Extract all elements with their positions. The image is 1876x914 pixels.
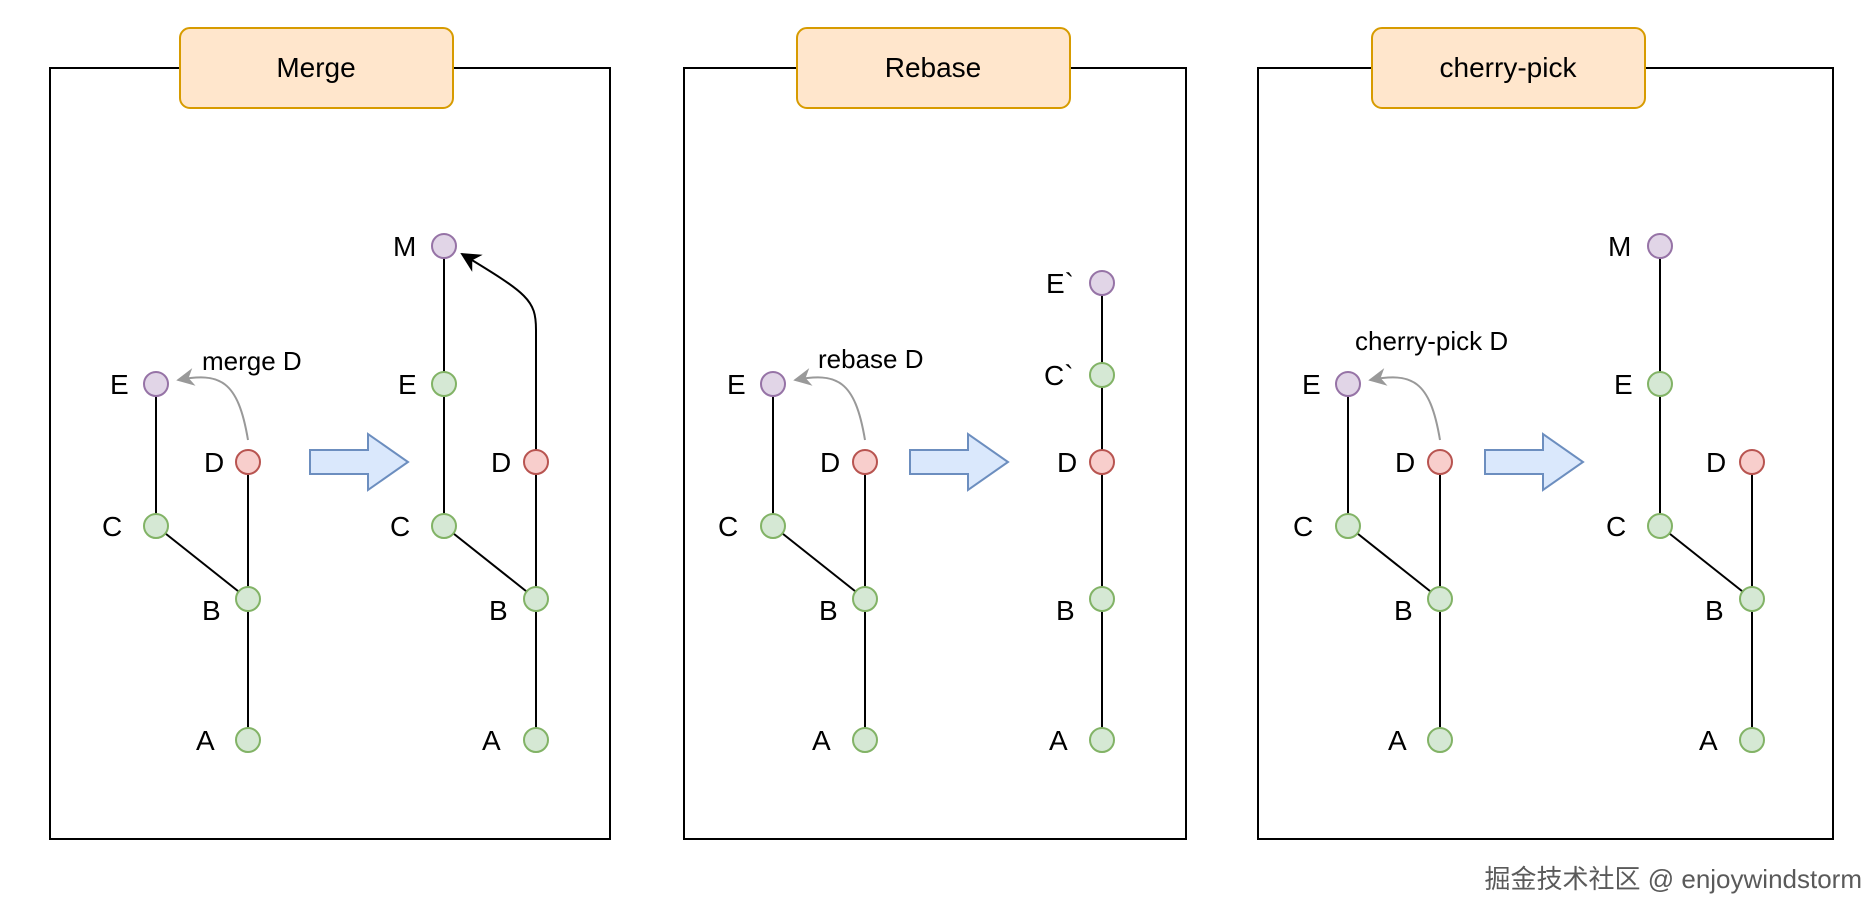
label-d: D	[1395, 447, 1415, 478]
rebase-title: Rebase	[885, 52, 982, 83]
commit-node-a	[1427, 727, 1453, 753]
merge-note: merge D	[202, 346, 302, 376]
commit-node-b	[1089, 586, 1115, 612]
label-b: B	[1394, 595, 1413, 626]
edge	[1659, 525, 1753, 600]
commit-node-b	[852, 586, 878, 612]
merge-title: Merge	[276, 52, 355, 83]
edge	[443, 525, 537, 600]
rebase-title-box	[796, 27, 1071, 109]
label-b: B	[1705, 595, 1724, 626]
commit-node-c	[760, 513, 786, 539]
merge-after-graph: A B C D E M	[390, 231, 549, 756]
label-b: B	[819, 595, 838, 626]
label-c-prime: C`	[1044, 360, 1074, 391]
commit-node-a	[235, 727, 261, 753]
commit-node-e	[431, 371, 457, 397]
commit-node-m	[431, 233, 457, 259]
commit-node-e	[1335, 371, 1361, 397]
merge-title-box	[179, 27, 454, 109]
commit-node-d	[523, 449, 549, 475]
edge	[155, 525, 249, 600]
label-b: B	[1056, 595, 1075, 626]
label-e: E	[727, 369, 746, 400]
merge-panel: Merge merge D A B C D E	[49, 27, 611, 840]
label-e-prime: E`	[1046, 268, 1074, 299]
label-c: C	[102, 511, 122, 542]
merge-curve-arrow	[176, 368, 249, 441]
merge-before-graph: merge D A B C D E	[102, 346, 302, 756]
label-a: A	[812, 725, 831, 756]
label-a: A	[1388, 725, 1407, 756]
commit-node-a	[1739, 727, 1765, 753]
cherry-pick-curve-arrow	[1368, 368, 1441, 441]
label-d: D	[491, 447, 511, 478]
label-c: C	[718, 511, 738, 542]
cherry-pick-title: cherry-pick	[1440, 52, 1578, 83]
commit-node-c	[431, 513, 457, 539]
commit-node-d	[235, 449, 261, 475]
commit-node-a	[852, 727, 878, 753]
transform-arrow	[1484, 432, 1585, 492]
commit-node-e	[1647, 371, 1673, 397]
transform-arrow	[909, 432, 1010, 492]
label-a: A	[196, 725, 215, 756]
label-c: C	[1606, 511, 1626, 542]
label-b: B	[489, 595, 508, 626]
commit-node-a	[523, 727, 549, 753]
rebase-note: rebase D	[818, 344, 924, 374]
commit-node-b	[1739, 586, 1765, 612]
label-c: C	[1293, 511, 1313, 542]
edge	[772, 525, 866, 600]
commit-node-b	[523, 586, 549, 612]
cherry-pick-panel: cherry-pick cherry-pick D A B C D E	[1257, 27, 1834, 840]
label-d: D	[820, 447, 840, 478]
commit-node-c	[143, 513, 169, 539]
commit-node-a	[1089, 727, 1115, 753]
commit-node-b	[1427, 586, 1453, 612]
label-m: M	[393, 231, 416, 262]
label-a: A	[1049, 725, 1068, 756]
commit-node-d	[852, 449, 878, 475]
rebase-panel: Rebase rebase D A B C D E	[683, 27, 1187, 840]
label-e: E	[110, 369, 129, 400]
commit-node-c-prime	[1089, 362, 1115, 388]
label-a: A	[1699, 725, 1718, 756]
rebase-before-graph: rebase D A B C D E	[718, 344, 924, 756]
commit-node-m	[1647, 233, 1673, 259]
label-d: D	[1706, 447, 1726, 478]
commit-node-b	[235, 586, 261, 612]
commit-node-d	[1739, 449, 1765, 475]
label-e: E	[1614, 369, 1633, 400]
label-c: C	[390, 511, 410, 542]
watermark: 掘金技术社区 @ enjoywindstorm	[1485, 864, 1862, 894]
rebase-after-graph: A B D C` E`	[1044, 268, 1115, 756]
cherry-pick-title-box	[1371, 27, 1646, 109]
label-m: M	[1608, 231, 1631, 262]
label-a: A	[482, 725, 501, 756]
commit-node-e-prime	[1089, 270, 1115, 296]
label-b: B	[202, 595, 221, 626]
rebase-curve-arrow	[793, 368, 866, 441]
commit-node-c	[1335, 513, 1361, 539]
merge-edge-arrow	[460, 252, 537, 450]
cherry-pick-after-graph: A B C D E M	[1606, 231, 1765, 756]
commit-node-e	[143, 371, 169, 397]
edge	[1347, 525, 1441, 600]
transform-arrow	[309, 432, 410, 492]
label-e: E	[1302, 369, 1321, 400]
label-d: D	[1057, 447, 1077, 478]
label-d: D	[204, 447, 224, 478]
commit-node-d	[1089, 449, 1115, 475]
label-e: E	[398, 369, 417, 400]
commit-node-c	[1647, 513, 1673, 539]
commit-node-d	[1427, 449, 1453, 475]
commit-node-e	[760, 371, 786, 397]
cherry-pick-note: cherry-pick D	[1355, 326, 1508, 356]
cherry-pick-before-graph: cherry-pick D A B C D E	[1293, 326, 1508, 756]
